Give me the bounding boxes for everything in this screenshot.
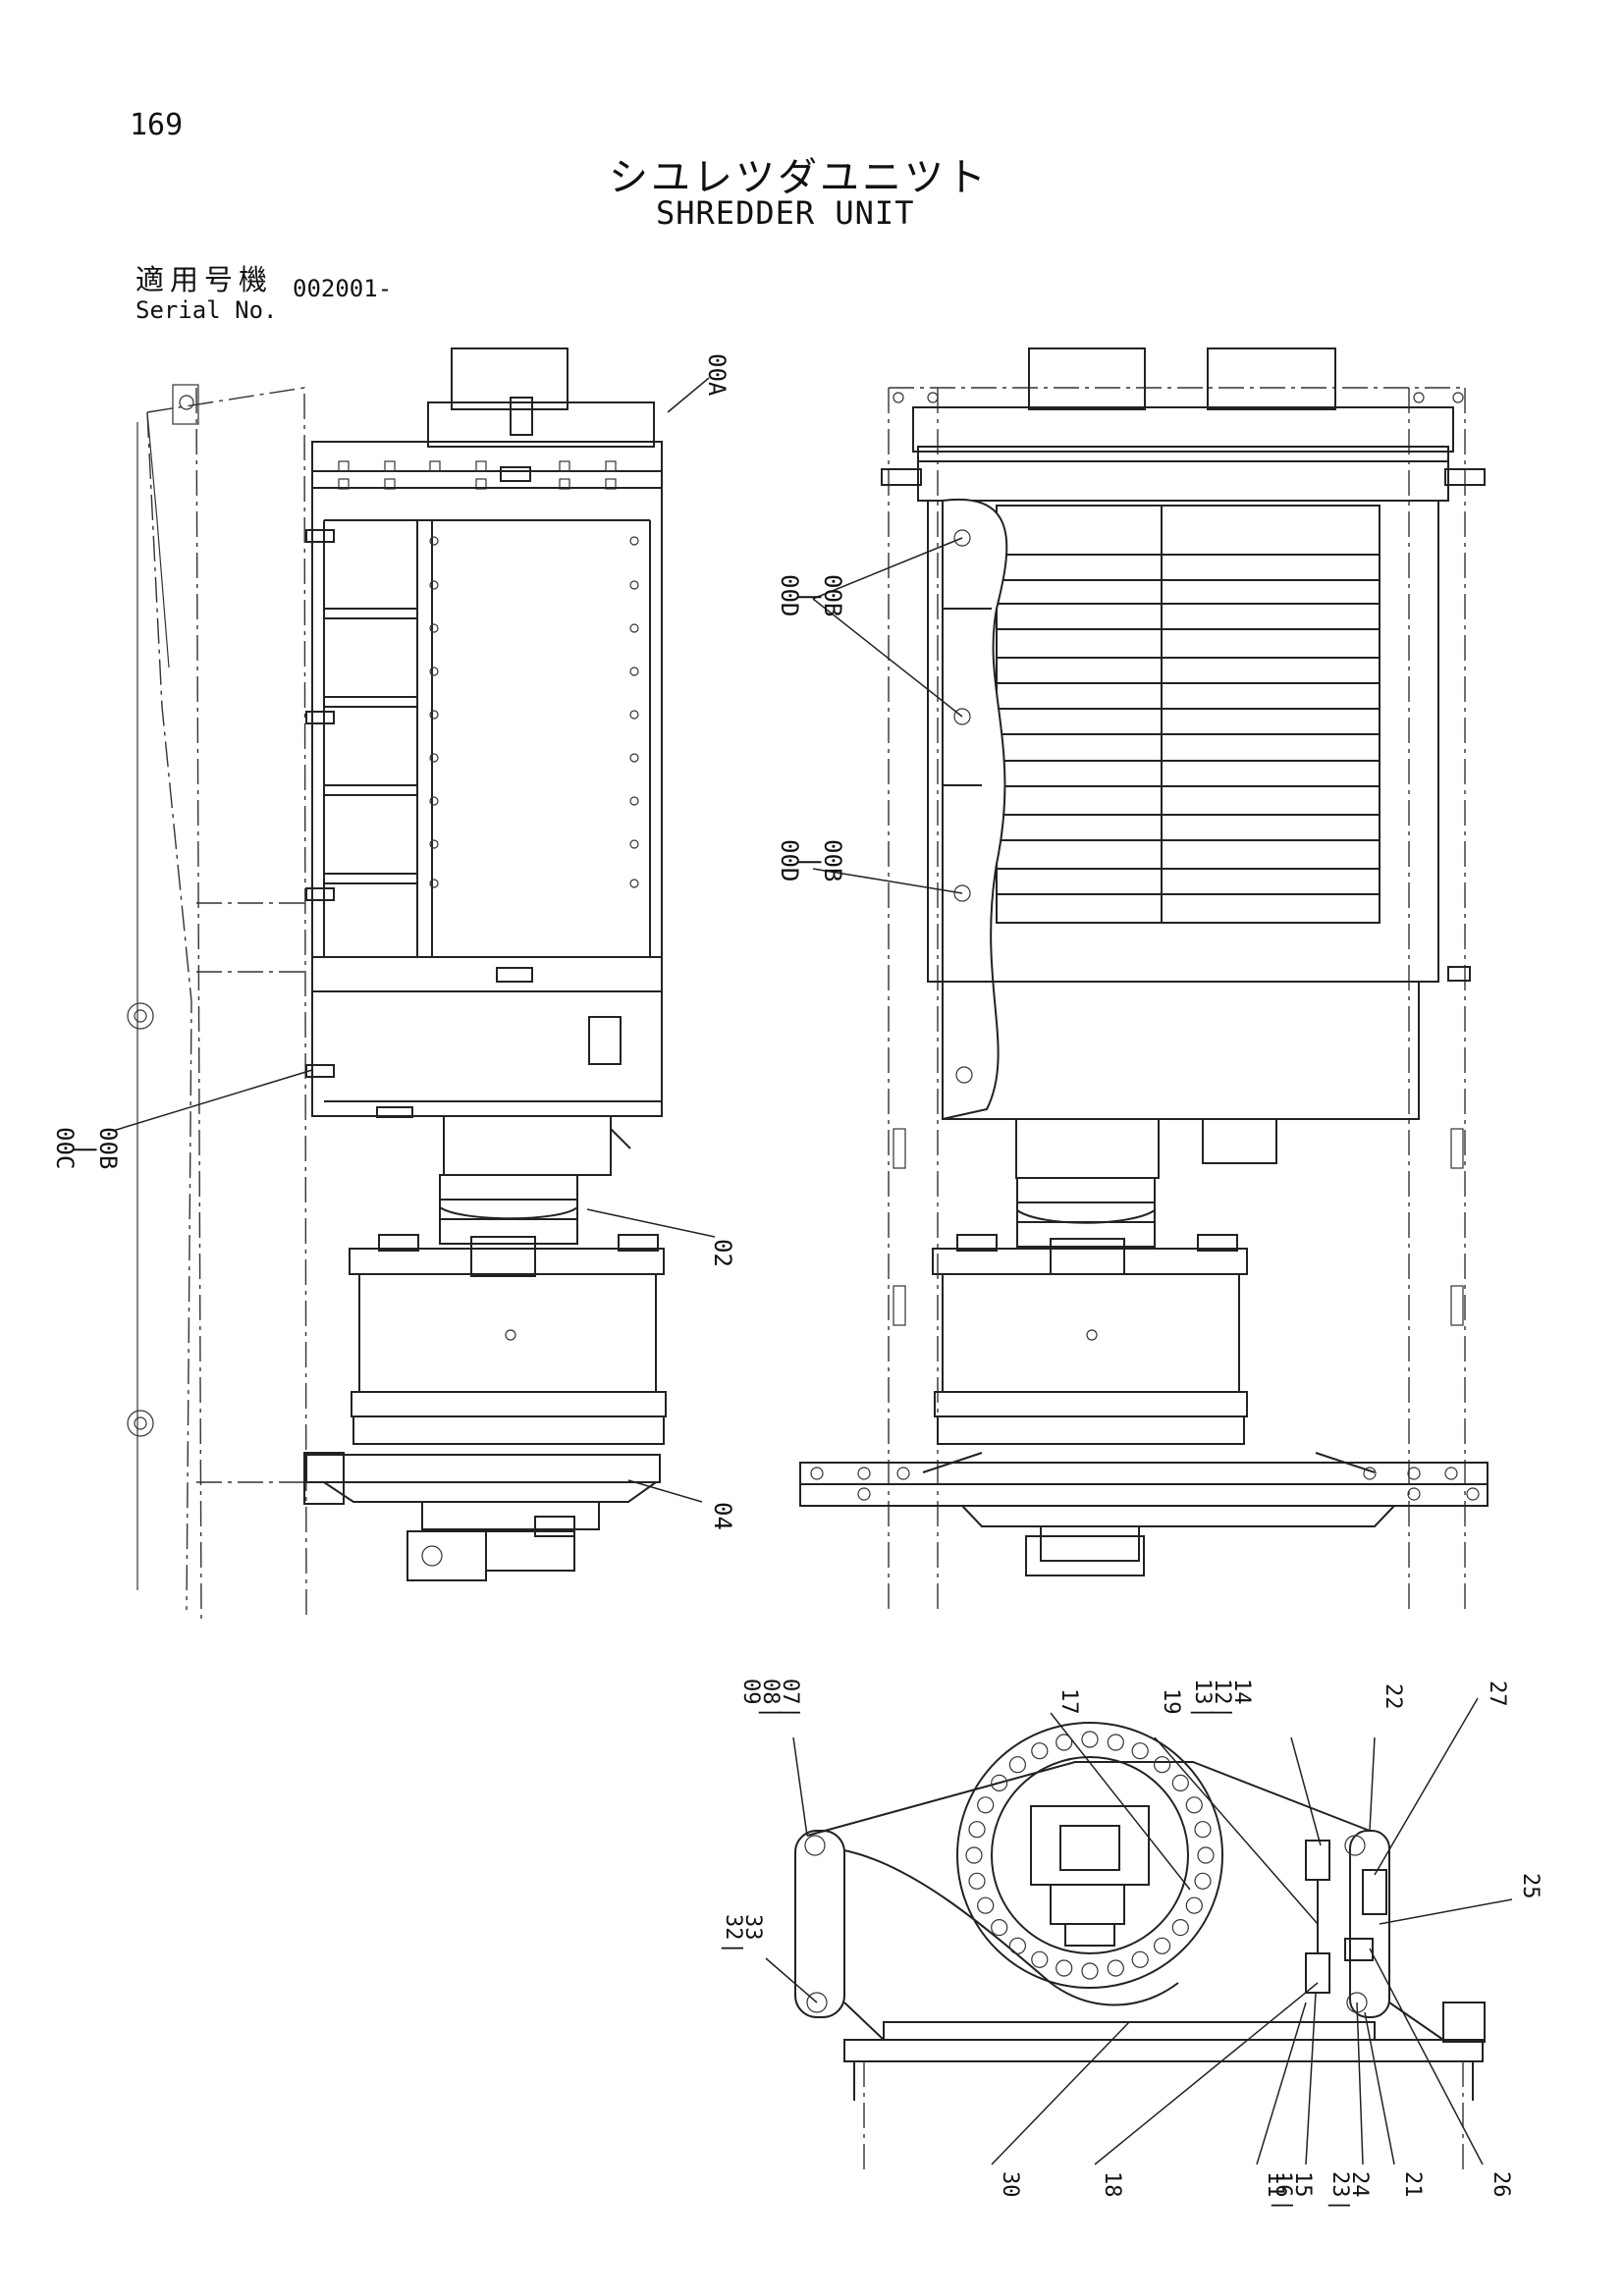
- callout-04: 04: [709, 1502, 736, 1530]
- bolt-hole: [1081, 1962, 1099, 1980]
- bolt-hole: [968, 1821, 986, 1839]
- bolt-hole: [1171, 1774, 1189, 1792]
- side-view: [127, 347, 667, 1621]
- callout-15: 15: [1290, 2171, 1315, 2198]
- callout-00B-r2: 00B: [819, 839, 846, 881]
- callout-leaders: [112, 377, 1513, 2165]
- callout-dash-08: |: [758, 1706, 783, 1719]
- bolt-hole: [1153, 1937, 1171, 1954]
- bolt-hole: [1031, 1950, 1049, 1968]
- bolt-hole: [1081, 1731, 1099, 1748]
- bolt-hole: [1031, 1742, 1049, 1760]
- callout-24: 24: [1347, 2171, 1372, 2198]
- callout-25: 25: [1518, 1873, 1543, 1899]
- callout-07: 07: [778, 1679, 802, 1705]
- serial-label-japanese: 適用号機: [135, 263, 274, 296]
- front-view: [799, 347, 1489, 1610]
- bolt-hole: [1107, 1959, 1124, 1977]
- callout-19: 19: [1159, 1688, 1183, 1715]
- callout-dash-15: |: [1271, 2199, 1295, 2212]
- serial-value: 002001-: [293, 275, 393, 302]
- callout-00B-left: 00B: [94, 1127, 122, 1169]
- callout-dash-24: |: [1327, 2199, 1352, 2212]
- callout-17: 17: [1056, 1688, 1081, 1715]
- bolt-hole: [1185, 1896, 1203, 1914]
- callout-dash-r1: |: [797, 590, 825, 604]
- callout-00C-left: 00C: [51, 1127, 79, 1169]
- callout-13: 13: [1190, 1679, 1215, 1705]
- callout-32: 32: [721, 1914, 745, 1941]
- callout-00A: 00A: [703, 353, 731, 397]
- serial-label-english: Serial No.: [135, 296, 278, 324]
- bolt-ring: [965, 1731, 1215, 1980]
- callout-labels: 00A 00B | 00C 02 04 00B | 00D 00B | 00D …: [51, 353, 1543, 2212]
- callout-22: 22: [1380, 1683, 1405, 1710]
- callout-dash-left: |: [73, 1143, 100, 1156]
- callout-21: 21: [1400, 2171, 1425, 2198]
- callout-dash-r2: |: [797, 855, 825, 869]
- bolt-hole: [1194, 1821, 1212, 1839]
- callout-09: 09: [738, 1679, 763, 1705]
- callout-18: 18: [1100, 2171, 1124, 2198]
- bolt-hole: [1056, 1959, 1073, 1977]
- plan-view: [794, 1722, 1486, 2169]
- bolt-hole: [1185, 1796, 1203, 1814]
- bolt-hole: [1008, 1937, 1027, 1954]
- callout-14: 14: [1229, 1679, 1254, 1705]
- bolt-hole: [1056, 1734, 1073, 1751]
- bolt-hole: [1008, 1756, 1027, 1774]
- bolt-hole: [991, 1774, 1008, 1792]
- callout-00B-r1: 00B: [819, 574, 846, 616]
- callout-08: 08: [758, 1679, 783, 1705]
- title-english: SHREDDER UNIT: [656, 194, 915, 232]
- bolt-hole: [1194, 1872, 1212, 1890]
- callout-33: 33: [740, 1914, 765, 1941]
- bolt-hole: [1131, 1742, 1149, 1760]
- callout-30: 30: [998, 2171, 1022, 2198]
- bolt-hole: [1197, 1846, 1215, 1864]
- callout-00D-r1: 00D: [776, 574, 803, 616]
- callout-27: 27: [1485, 1681, 1509, 1707]
- callout-26: 26: [1489, 2171, 1513, 2198]
- callout-00D-r2: 00D: [776, 839, 803, 881]
- bolt-hole: [1171, 1918, 1189, 1937]
- bolt-hole: [977, 1896, 995, 1914]
- callout-16: 16: [1271, 2171, 1295, 2198]
- callout-dash-33: |: [721, 1942, 745, 1954]
- bolt-hole: [965, 1846, 983, 1864]
- bolt-hole: [1153, 1756, 1171, 1774]
- title-japanese: シユレツダユニツト: [609, 155, 989, 200]
- callout-dash-12: |: [1190, 1706, 1215, 1719]
- callout-12: 12: [1210, 1679, 1234, 1705]
- bolt-hole: [991, 1918, 1008, 1937]
- bolt-hole: [1131, 1950, 1149, 1968]
- bolt-hole: [1107, 1734, 1124, 1751]
- callout-dash-14: |: [1210, 1706, 1234, 1719]
- bolt-hole: [968, 1872, 986, 1890]
- bolt-hole: [977, 1796, 995, 1814]
- callout-23: 23: [1327, 2171, 1352, 2198]
- page-number: 169: [130, 108, 184, 142]
- callout-11: 11: [1263, 2171, 1287, 2198]
- callout-02: 02: [709, 1239, 736, 1267]
- callout-dash-07: |: [778, 1706, 802, 1719]
